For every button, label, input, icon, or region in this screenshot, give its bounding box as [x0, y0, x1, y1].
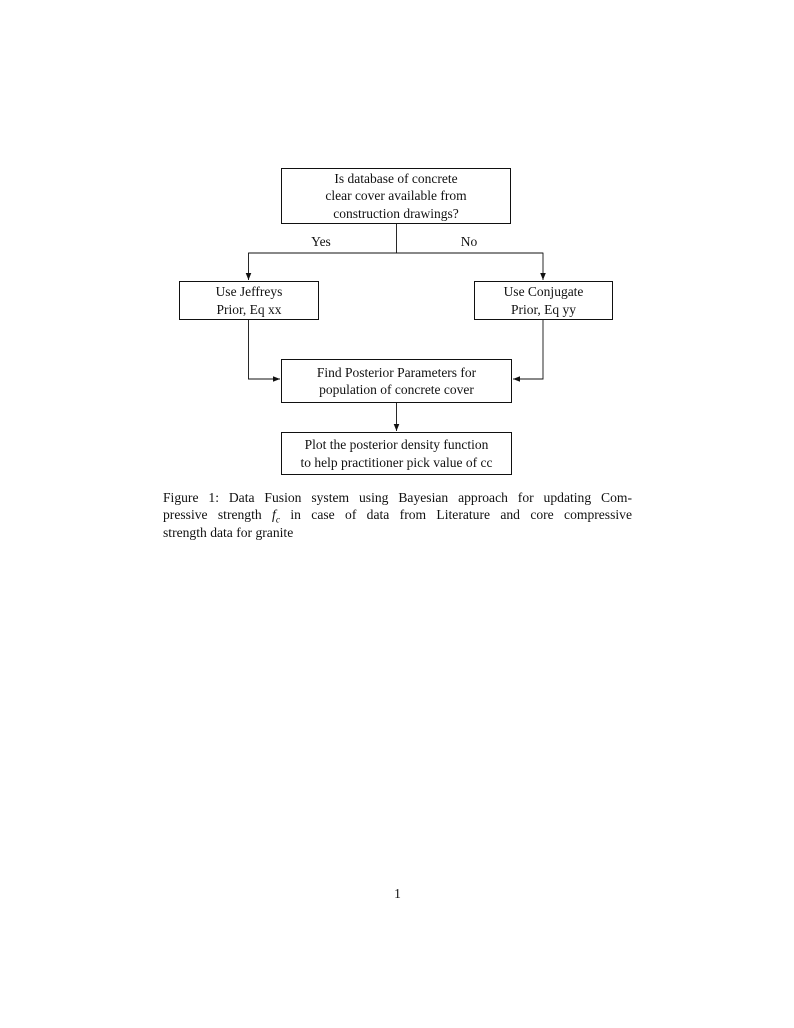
posterior-parameters-line: Find Posterior Parameters for: [316, 364, 477, 380]
conjugate-prior-line: Prior, Eq yy: [510, 301, 577, 317]
plot-density-box: Plot the posterior density function to h…: [281, 432, 512, 475]
conjugate-prior-line: Use Conjugate: [503, 284, 584, 300]
posterior-parameters-line: population of concrete cover: [319, 382, 474, 397]
figure-caption: Figure 1: Data Fusion system using Bayes…: [163, 489, 632, 541]
no-branch-label: No: [460, 234, 478, 249]
caption-text-segment: in case of data from Literature and core…: [280, 507, 632, 523]
figure-caption-line: Figure 1: Data Fusion system using Bayes…: [163, 490, 632, 505]
figure-caption-line: pressive strength fc in case of data fro…: [163, 506, 632, 527]
plot-density-line: to help practitioner pick value of cc: [300, 454, 493, 470]
jeffreys-prior-line: Use Jeffreys: [215, 284, 283, 300]
decision-box-line: clear cover available from: [325, 188, 467, 204]
plot-density-line: Plot the posterior density function: [304, 437, 489, 453]
decision-box-line: Is database of concrete: [334, 170, 458, 186]
fc-symbol: f: [272, 507, 276, 523]
jeffreys-prior-box: Use Jeffreys Prior, Eq xx: [179, 281, 319, 320]
conjugate-to-posterior-arrow: [513, 320, 544, 382]
page-number: 1: [394, 886, 401, 901]
decision-box: Is database of concrete clear cover avai…: [281, 168, 511, 224]
yes-branch-label: Yes: [311, 234, 331, 249]
jeffreys-to-posterior-arrow: [248, 320, 280, 382]
decision-box-line: construction drawings?: [333, 205, 459, 221]
fc-subscript: c: [275, 516, 281, 527]
jeffreys-prior-line: Prior, Eq xx: [216, 301, 282, 317]
caption-text-segment: pressive strength: [163, 507, 273, 523]
posterior-parameters-box: Find Posterior Parameters for population…: [281, 359, 512, 403]
figure-caption-line: strength data for granite: [163, 524, 294, 540]
conjugate-prior-box: Use Conjugate Prior, Eq yy: [474, 281, 613, 320]
